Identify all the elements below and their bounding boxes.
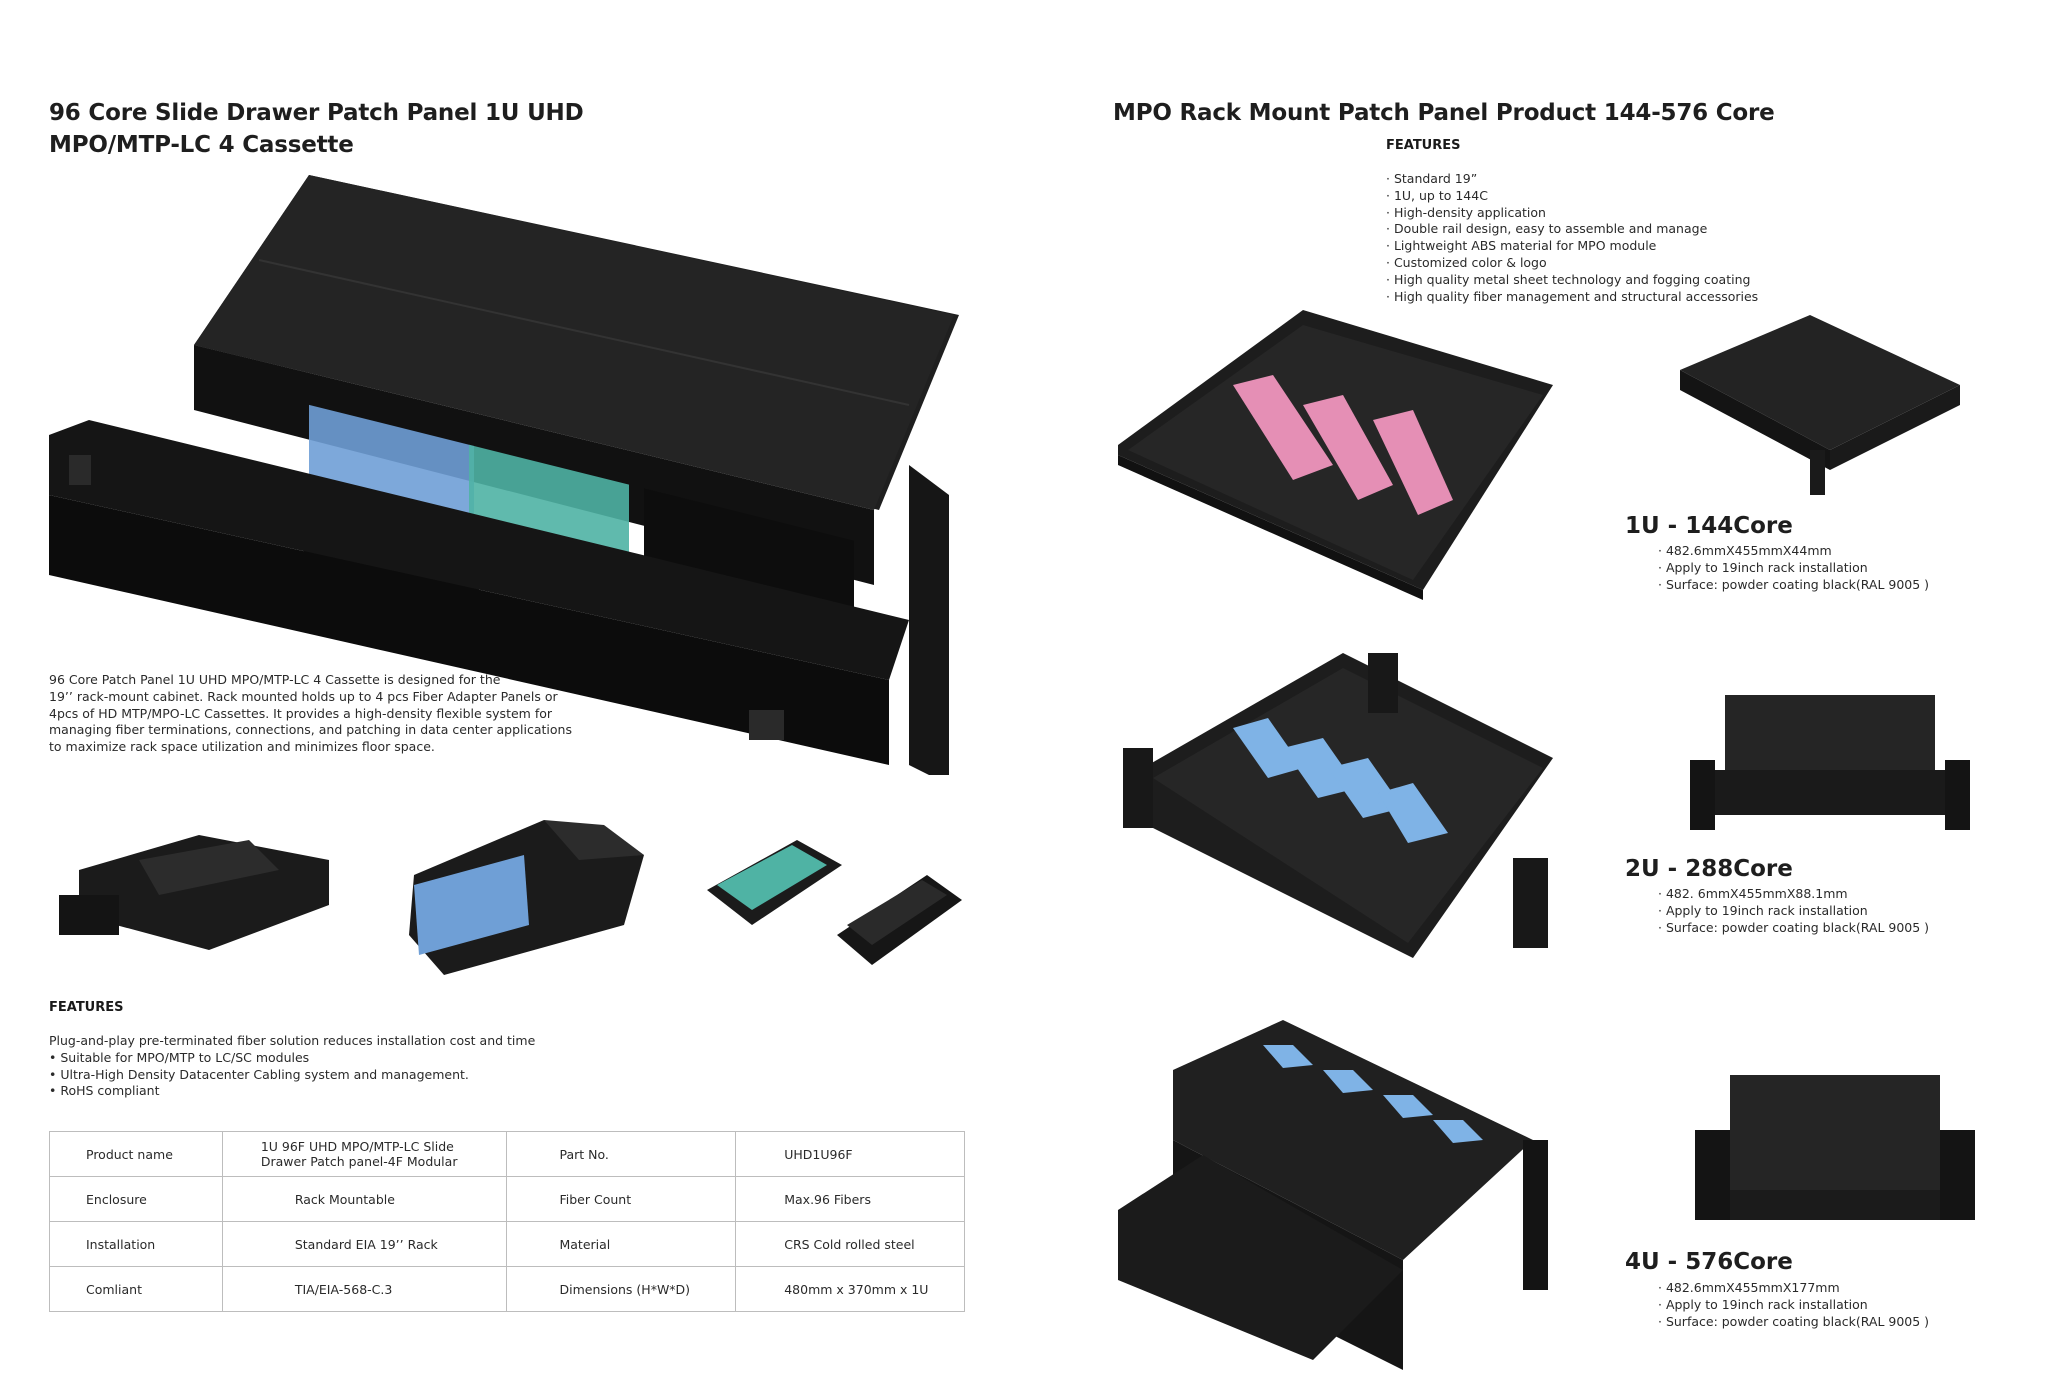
spec-value: CRS Cold rolled steel (735, 1221, 965, 1267)
spec-label: Material (506, 1221, 737, 1267)
mpo-lc-cassette-image (409, 820, 644, 975)
pink-mpo-modules (1233, 375, 1453, 515)
feature-item: · Lightweight ABS material for MPO modul… (1386, 238, 1657, 254)
table-row: Installation Standard EIA 19’’ Rack Mate… (49, 1221, 965, 1267)
feature-item: · High quality fiber management and stru… (1386, 288, 1759, 304)
variant-spec: · Apply to 19inch rack installation (1658, 559, 1868, 575)
variant-spec: · 482.6mmX455mmX177mm (1658, 1280, 1840, 1295)
variant-title-1u: 1U - 144Core (1625, 513, 1793, 539)
product-description: 96 Core Patch Panel 1U UHD MPO/MTP-LC 4 … (49, 672, 589, 756)
right-features-list: · Standard 19” · 1U, up to 144C · High-d… (1386, 171, 1758, 305)
description-line: 96 Core Patch Panel 1U UHD MPO/MTP-LC 4 … (49, 672, 501, 687)
spec-value: Max.96 Fibers (735, 1176, 965, 1222)
feature-item: · Double rail design, easy to assemble a… (1386, 221, 1708, 237)
slide-drawer-patch-panel-image (49, 175, 959, 775)
blue-mpo-modules (1233, 718, 1448, 843)
2u-open-drawer-image (1123, 653, 1553, 958)
spec-value: Rack Mountable (221, 1176, 508, 1222)
feature-item: · Customized color & logo (1386, 254, 1547, 270)
adapter-panels-image (707, 840, 962, 965)
variant-spec: · 482. 6mmX455mmX88.1mm (1658, 886, 1848, 901)
right-title: MPO Rack Mount Patch Panel Product 144-5… (1113, 100, 1775, 126)
blue-lc-adapters (309, 404, 474, 516)
variant-title-2u: 2U - 288Core (1625, 856, 1793, 882)
spec-label: Enclosure (49, 1176, 223, 1222)
variant-title-4u: 4U - 576Core (1625, 1249, 1793, 1275)
spec-value: TIA/EIA-568-C.3 (221, 1266, 508, 1312)
feature-item: · Standard 19” (1386, 171, 1478, 186)
feature-item: • Ultra-High Density Datacenter Cabling … (49, 1066, 469, 1082)
feature-item: Plug-and-play pre-terminated fiber solut… (49, 1033, 536, 1048)
spec-label: Installation (49, 1221, 223, 1267)
4u-closed-panel-image (1695, 1075, 1975, 1220)
4u-open-drawer-image (1118, 1020, 1548, 1370)
left-features-list: Plug-and-play pre-terminated fiber solut… (49, 1033, 535, 1100)
table-row: Comliant TIA/EIA-568-C.3 Dimensions (H*W… (49, 1266, 965, 1312)
feature-item: · 1U, up to 144C (1386, 187, 1488, 203)
feature-item: · High quality metal sheet technology an… (1386, 271, 1751, 287)
variant-spec: · Surface: powder coating black(RAL 9005… (1658, 919, 1930, 935)
variant-spec: · 482.6mmX455mmX44mm (1658, 543, 1832, 558)
spec-label: Fiber Count (506, 1176, 737, 1222)
left-features-heading: FEATURES (49, 1000, 124, 1015)
table-row: Product name 1U 96F UHD MPO/MTP-LC Slide… (49, 1131, 965, 1177)
spec-label: Part No. (506, 1131, 737, 1177)
spec-label: Comliant (49, 1266, 223, 1312)
variant-spec: · Surface: powder coating black(RAL 9005… (1658, 576, 1930, 592)
description-line: to maximize rack space utilization and m… (49, 739, 435, 755)
description-line: 4pcs of HD MTP/MPO-LC Cassettes. It prov… (49, 705, 553, 721)
variant-specs-1u: · 482.6mmX455mmX44mm · Apply to 19inch r… (1658, 543, 1929, 593)
feature-item: · High-density application (1386, 204, 1546, 220)
left-title-line1: 96 Core Slide Drawer Patch Panel 1U UHD (49, 100, 584, 126)
blue-4u-modules (1263, 1045, 1483, 1143)
variant-spec: · Surface: powder coating black(RAL 9005… (1658, 1313, 1930, 1329)
mpo-cassette-back-image (59, 835, 329, 950)
feature-item: • RoHS compliant (49, 1083, 160, 1099)
1u-open-drawer-image (1118, 310, 1553, 600)
spec-label: Dimensions (H*W*D) (506, 1266, 737, 1312)
spec-value: 480mm x 370mm x 1U (735, 1266, 965, 1312)
1u-closed-panel-image (1680, 315, 1960, 495)
spec-label: Product name (49, 1131, 223, 1177)
right-features-heading: FEATURES (1386, 138, 1461, 153)
variant-spec: · Apply to 19inch rack installation (1658, 1296, 1868, 1312)
spec-value: 1U 96F UHD MPO/MTP-LC Slide Drawer Patch… (221, 1131, 508, 1177)
variant-specs-2u: · 482. 6mmX455mmX88.1mm · Apply to 19inc… (1658, 886, 1929, 936)
2u-closed-panel-image (1690, 695, 1970, 830)
spec-table: Product name 1U 96F UHD MPO/MTP-LC Slide… (49, 1131, 965, 1312)
feature-item: • Suitable for MPO/MTP to LC/SC modules (49, 1049, 310, 1065)
spec-value: Standard EIA 19’’ Rack (221, 1221, 508, 1267)
table-row: Enclosure Rack Mountable Fiber Count Max… (49, 1176, 965, 1222)
spec-value: UHD1U96F (735, 1131, 965, 1177)
description-line: 19’’ rack-mount cabinet. Rack mounted ho… (49, 688, 558, 704)
left-title-line2: MPO/MTP-LC 4 Cassette (49, 132, 354, 158)
description-line: managing fiber terminations, connections… (49, 722, 572, 738)
variant-specs-4u: · 482.6mmX455mmX177mm · Apply to 19inch … (1658, 1280, 1929, 1330)
variant-spec: · Apply to 19inch rack installation (1658, 902, 1868, 918)
